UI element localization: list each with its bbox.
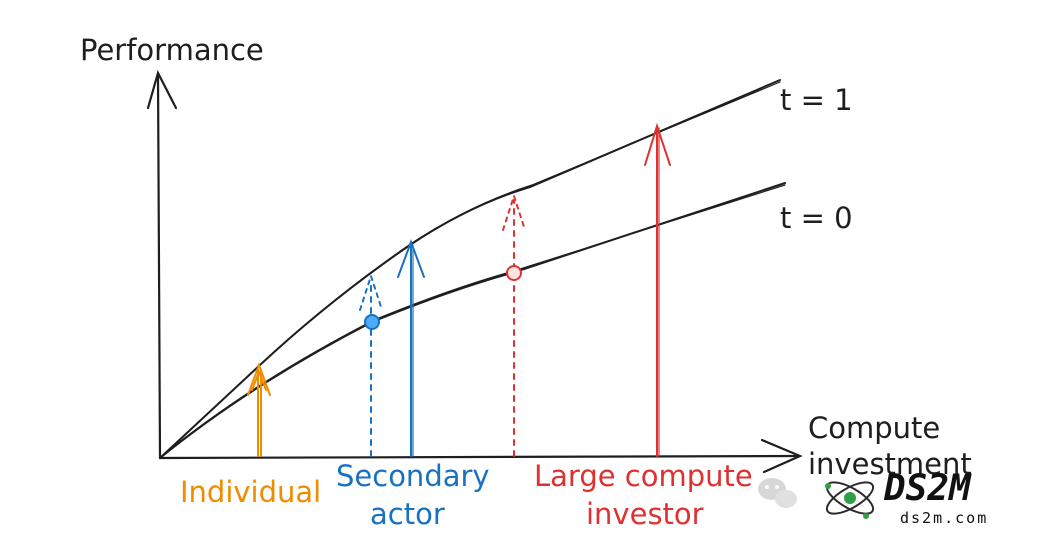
secondary-point-marker bbox=[364, 314, 380, 330]
curve-t0-stroke2 bbox=[162, 184, 786, 456]
curve-t1 bbox=[159, 79, 781, 459]
large-investor-arrows bbox=[502, 122, 671, 457]
curve-t0 bbox=[159, 182, 786, 459]
large-label-line2: investor bbox=[586, 497, 704, 531]
secondary-label-line2: actor bbox=[370, 497, 445, 531]
watermark-url: ds2m.com bbox=[900, 509, 988, 527]
large-solid-arrowhead bbox=[644, 122, 671, 166]
axes bbox=[146, 70, 803, 474]
large-dotted-arrowhead bbox=[502, 192, 526, 231]
secondary-dotted-arrowhead bbox=[359, 272, 383, 311]
large-point-marker bbox=[506, 265, 522, 281]
atom-logo-icon bbox=[825, 481, 875, 519]
individual-label: Individual bbox=[180, 475, 321, 509]
y-axis bbox=[156, 73, 162, 460]
curve-t0-label: t = 0 bbox=[780, 201, 853, 235]
x-axis-label-line1: Compute bbox=[808, 411, 940, 445]
y-axis-arrowhead bbox=[146, 70, 178, 110]
x-axis-arrowhead bbox=[760, 438, 803, 474]
curve-t1-stroke2 bbox=[161, 81, 781, 457]
curve-t1-label: t = 1 bbox=[780, 83, 853, 117]
secondary-label-line1: Secondary bbox=[336, 459, 490, 493]
curves bbox=[159, 79, 786, 459]
individual-arrow bbox=[247, 362, 271, 457]
x-axis bbox=[158, 454, 800, 460]
x-axis-label-line2: investment bbox=[808, 447, 972, 481]
watermark-brand: DS2M bbox=[883, 468, 972, 509]
secondary-solid-arrowhead bbox=[397, 239, 425, 278]
y-axis-label: Performance bbox=[80, 33, 264, 67]
wechat-icon bbox=[758, 478, 797, 508]
large-label-line1: Large compute bbox=[534, 459, 753, 493]
secondary-actor-arrows bbox=[359, 239, 425, 457]
